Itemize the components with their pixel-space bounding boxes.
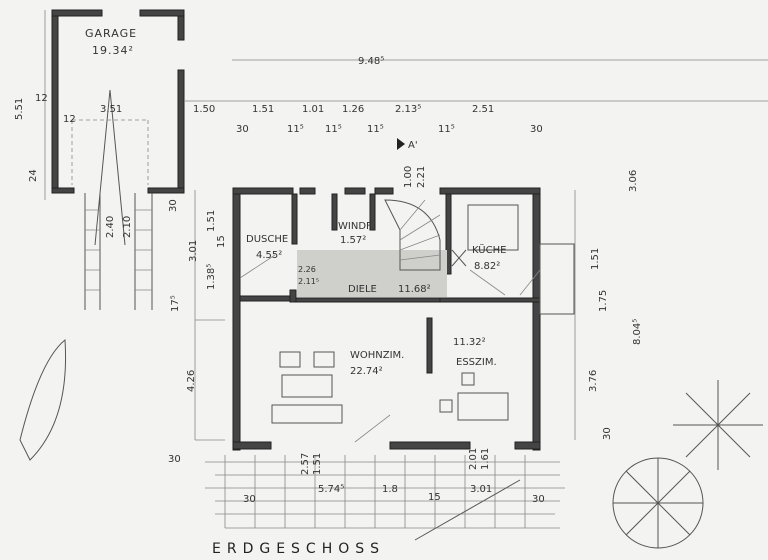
- dim-left-6: 17⁵: [170, 295, 181, 312]
- plan-title: ERDGESCHOSS: [212, 541, 385, 557]
- room-area-esszimmer: 11.32²: [453, 337, 486, 348]
- dim-right-1: 3.06: [628, 170, 639, 192]
- garage: [51, 9, 185, 310]
- dim-garage-door-a: 2.40: [105, 216, 116, 238]
- dim-left-7: 4.26: [186, 370, 197, 392]
- dim-left-1: 30: [168, 199, 179, 212]
- dim-garage-wall-b: 12: [63, 114, 76, 125]
- dim-window-b: 1.51: [312, 453, 323, 475]
- dim-entry-a: 1.00: [403, 166, 414, 188]
- dim-right-4: 8.04⁵: [632, 319, 643, 345]
- room-label-wohnzimmer: WOHNZIM.: [350, 350, 404, 361]
- room-label-esszimmer: ESSZIM.: [456, 357, 497, 368]
- room-label-kueche: KÜCHE: [472, 243, 506, 256]
- dim-hall-a: 2.26: [298, 265, 316, 274]
- room-label-garage: GARAGE: [85, 27, 137, 40]
- house-walls: [232, 187, 541, 451]
- room-area-windfang: 1.57²: [340, 235, 366, 246]
- furniture: [271, 204, 575, 424]
- dim-top-1: 1.50: [193, 104, 215, 115]
- dim-window-a: 2.57: [300, 453, 311, 475]
- section-marker: A': [408, 140, 418, 151]
- room-label-windfang: WINDF: [338, 221, 372, 232]
- dim-top-sub-6: 30: [530, 124, 543, 135]
- door-swings: [239, 254, 541, 443]
- dim-garage-depth: 5.51: [14, 98, 25, 120]
- dim-bottom-3: 1.8: [382, 484, 398, 495]
- dim-right-3: 1.75: [598, 290, 609, 312]
- dim-entry-b: 2.21: [416, 166, 427, 188]
- dim-right-5: 3.76: [588, 370, 599, 392]
- dimension-lines: [44, 10, 768, 441]
- tree-symbols: [19, 339, 763, 549]
- dim-top-5: 2.13⁵: [395, 104, 421, 115]
- room-area-dusche: 4.55²: [256, 250, 282, 261]
- dim-top-4: 1.26: [342, 104, 364, 115]
- room-label-dusche: DUSCHE: [246, 234, 288, 245]
- dim-garage-offset: 24: [28, 169, 39, 182]
- dim-top-sub-1: 30: [236, 124, 249, 135]
- dim-left-4: 1.51: [206, 210, 217, 232]
- dim-right-6: 30: [602, 427, 613, 440]
- room-area-garage: 19.34²: [92, 44, 134, 57]
- dim-overall-width: 9.48⁵: [358, 56, 384, 67]
- section-arrow-icon: [397, 138, 405, 150]
- dim-bottom-5: 3.01: [470, 484, 492, 495]
- dim-left-2: 3.01: [188, 240, 199, 262]
- dim-bottom-1: 30: [243, 494, 256, 505]
- staircase: [384, 199, 441, 271]
- dim-left-8: 30: [168, 454, 181, 465]
- dim-left-5: 15: [216, 235, 227, 248]
- dim-window-d: 1.61: [480, 448, 491, 470]
- dim-top-6: 2.51: [472, 104, 494, 115]
- room-area-kueche: 8.82²: [474, 261, 500, 272]
- dim-hall-b: 2.11⁵: [298, 277, 319, 286]
- dim-window-c: 2.01: [468, 448, 479, 470]
- room-area-wohnzimmer: 22.74²: [350, 366, 383, 377]
- terrace-paving: [205, 455, 565, 541]
- hall-floor: [297, 250, 447, 297]
- dim-garage-width: 3.51: [100, 104, 122, 115]
- dim-bottom-4: 15: [428, 492, 441, 503]
- room-label-diele: DIELE: [348, 284, 377, 295]
- dim-left-3: 1.38⁵: [206, 264, 217, 290]
- dim-bottom-2: 5.74⁵: [318, 484, 344, 495]
- room-area-diele: 11.68²: [398, 284, 431, 295]
- dim-top-sub-2: 11⁵: [287, 124, 304, 135]
- dim-top-2: 1.51: [252, 104, 274, 115]
- dim-garage-door-b: 2.10: [122, 216, 133, 238]
- dim-top-3: 1.01: [302, 104, 324, 115]
- dim-garage-wall-a: 12: [35, 93, 48, 104]
- dim-top-sub-4: 11⁵: [367, 124, 384, 135]
- dim-bottom-6: 30: [532, 494, 545, 505]
- dim-top-sub-5: 11⁵: [438, 124, 455, 135]
- dim-top-sub-3: 11⁵: [325, 124, 342, 135]
- dim-right-2: 1.51: [590, 248, 601, 270]
